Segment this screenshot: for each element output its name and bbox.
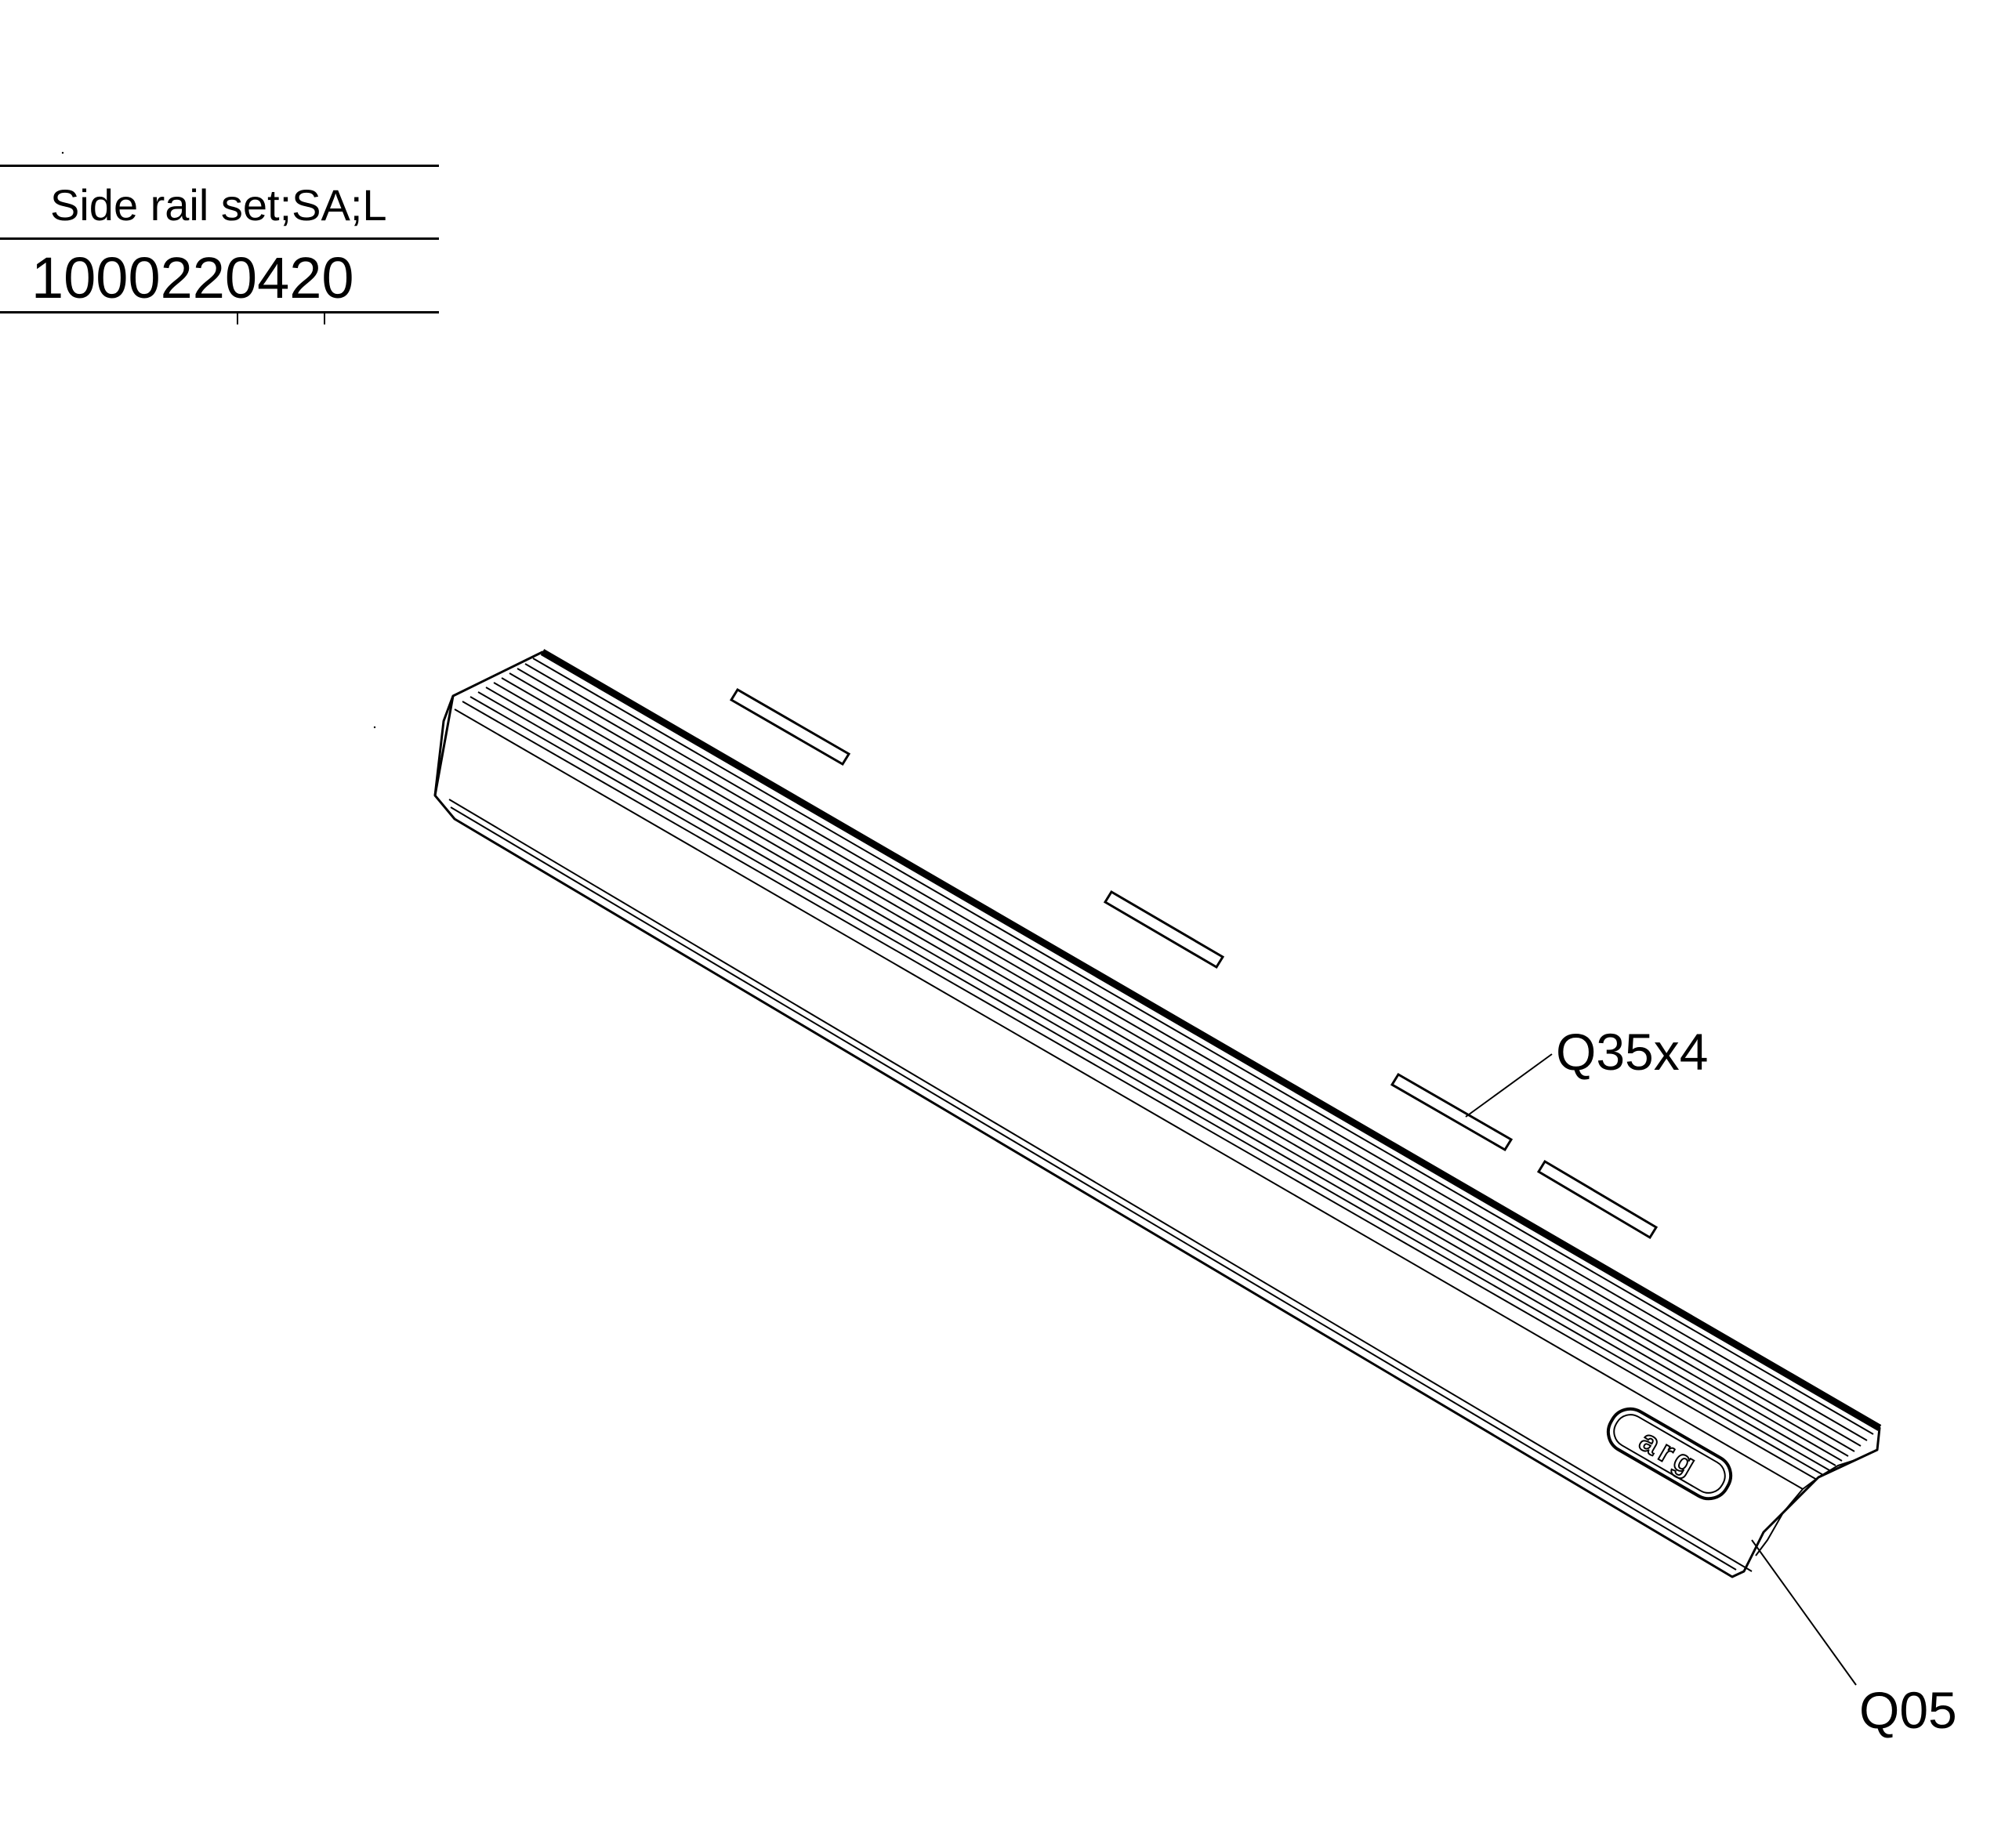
title-block: Side rail set;SA;L 1000220420 xyxy=(0,165,439,324)
title-block-tick xyxy=(237,313,238,324)
callout-q35x4[interactable]: Q35x4 xyxy=(1556,1023,1708,1081)
adhesive-tape[interactable] xyxy=(1536,1159,1659,1240)
adhesive-tapes[interactable] xyxy=(729,687,1659,1240)
logo-text: arg xyxy=(1633,1423,1705,1484)
adhesive-tape[interactable] xyxy=(1103,890,1225,969)
scan-speck xyxy=(61,151,64,154)
callout-q05[interactable]: Q05 xyxy=(1859,1681,1957,1739)
callout-leader-q05 xyxy=(1751,1539,1857,1686)
title-block-middle-rule xyxy=(0,237,439,240)
adhesive-tape[interactable] xyxy=(1390,1072,1514,1152)
arg-logo: arg xyxy=(1606,1407,1733,1501)
callout-leader-q35 xyxy=(1465,1053,1553,1118)
side-rail-end-profile xyxy=(1755,1477,1819,1556)
title-block-bottom-rule xyxy=(0,311,439,313)
scan-speck xyxy=(373,726,376,729)
part-number: 1000220420 xyxy=(31,245,354,310)
adhesive-tape[interactable] xyxy=(729,687,851,766)
side-rail-ribs xyxy=(454,649,1882,1490)
side-rail-lower-edge xyxy=(448,799,1753,1572)
part-name: Side rail set;SA;L xyxy=(50,180,387,230)
title-block-top-rule xyxy=(0,165,439,167)
side-rail-end-face xyxy=(433,695,455,796)
side-rail[interactable] xyxy=(433,649,1882,1578)
side-rail-lower-edge xyxy=(450,806,1737,1571)
side-rail-end-profile xyxy=(1818,1449,1878,1478)
title-block-tick xyxy=(324,313,325,324)
